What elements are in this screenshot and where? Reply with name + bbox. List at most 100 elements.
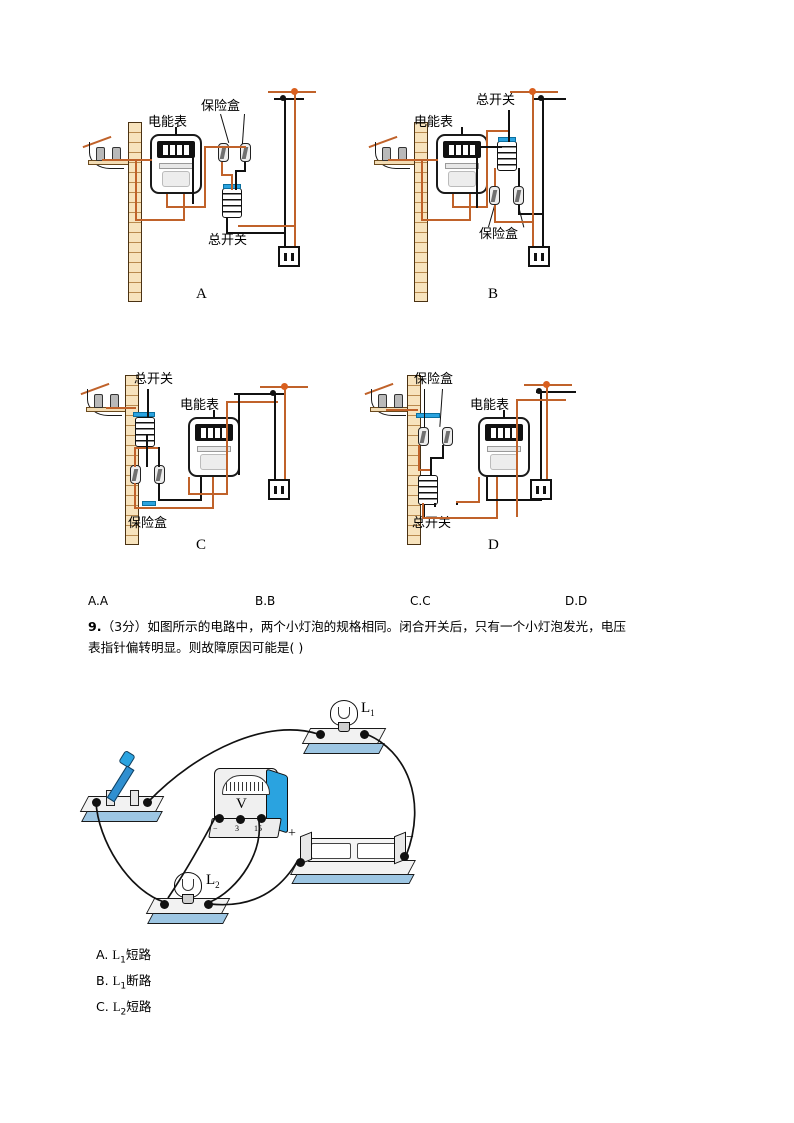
wire [244, 162, 246, 172]
insulator-icon [110, 394, 119, 408]
wire [284, 386, 286, 481]
wall-socket-c [268, 479, 290, 500]
voltmeter-terminal-3[interactable] [236, 815, 245, 824]
answer-c-sub: 2 [120, 1007, 127, 1018]
fuse-icon [418, 427, 429, 446]
main-switch-label-c: 总开关 [134, 372, 174, 387]
question-score: （3分） [101, 619, 148, 634]
leader-line [424, 505, 426, 517]
wire [226, 218, 228, 234]
voltmeter-face-label: V [236, 796, 247, 812]
wire [284, 98, 286, 234]
choice-c[interactable]: C.C [410, 594, 431, 608]
question-9-circuit-diagram: L1 L2 V [79, 690, 488, 945]
wire [540, 391, 542, 501]
switch-cap [142, 501, 156, 506]
voltmeter-terminal-15[interactable] [257, 814, 266, 823]
electric-meter-b [436, 134, 488, 194]
wire [421, 159, 423, 221]
wire [388, 159, 438, 161]
wire [478, 477, 480, 503]
meter-digit-band [485, 424, 523, 441]
choice-a[interactable]: A.A [88, 594, 109, 608]
leader-line [503, 410, 505, 418]
insulator-bracket-b [368, 135, 418, 176]
meter-digit-band [195, 424, 233, 441]
wire [134, 507, 214, 509]
wire [452, 206, 488, 208]
wire [294, 91, 296, 227]
question-9-text: 9.（3分）如图所示的电路中，两个小灯泡的规格相同。闭合开关后，只有一个小灯泡发… [88, 616, 708, 658]
wire [226, 232, 286, 234]
lamp2-terminal-right [204, 900, 213, 909]
wire [274, 393, 276, 481]
fuse-icon [489, 186, 500, 205]
electric-meter-a [150, 134, 202, 194]
lamp2-terminal-left [160, 900, 169, 909]
wire-node [281, 383, 288, 390]
wire [192, 146, 194, 204]
wire [486, 130, 508, 132]
answer-a-lead: L [112, 948, 121, 962]
wire [496, 477, 498, 519]
lamp1-label: L1 [361, 700, 375, 718]
main-switch-label-a: 总开关 [208, 233, 248, 248]
leader-line [175, 127, 177, 135]
choice-d[interactable]: D.D [565, 594, 588, 608]
leader-line [508, 110, 510, 142]
insulator-icon [382, 147, 391, 161]
battery-cell-1 [311, 843, 351, 859]
wire [476, 146, 478, 208]
answer-option-b[interactable]: B. L1断路 [96, 970, 151, 992]
answer-option-a[interactable]: A. L1短路 [96, 944, 151, 966]
main-switch-label-b: 总开关 [476, 93, 516, 108]
fuse-box-label-c: 保险盒 [128, 516, 168, 531]
base-edge [303, 743, 385, 754]
wire [476, 146, 502, 148]
option-letter-d: D [488, 537, 499, 553]
wire [486, 499, 542, 501]
wire [536, 391, 576, 393]
switch-cap [498, 137, 516, 142]
insulator-icon [96, 147, 105, 161]
wire [284, 232, 286, 248]
wire [486, 477, 488, 501]
switch-terminal-right [143, 798, 152, 807]
meter-lower-panel [162, 171, 190, 187]
answer-c-text: 短路 [126, 999, 152, 1014]
meter-row [159, 163, 193, 169]
insulator-icon [378, 394, 387, 408]
wire [434, 503, 436, 507]
lamp2-bulb [174, 872, 202, 904]
wire [430, 457, 444, 459]
wire [456, 501, 458, 505]
wire-node [529, 88, 536, 95]
switch-cap [416, 413, 440, 418]
answer-a-text: 短路 [125, 947, 152, 962]
main-switch-c [135, 417, 155, 447]
insulator-icon [394, 394, 403, 408]
wire [106, 407, 136, 409]
bulb-neck [182, 894, 194, 904]
wire-node [543, 381, 550, 388]
fuse-icon [240, 143, 251, 162]
answer-option-c[interactable]: C. L2短路 [96, 996, 151, 1018]
choice-b[interactable]: B.B [255, 594, 276, 608]
switch-handle[interactable] [118, 749, 136, 769]
wire [542, 98, 544, 214]
voltmeter-terminal-minus[interactable] [215, 814, 224, 823]
wire-node [538, 95, 544, 101]
voltmeter-label-15: 15 [254, 824, 262, 833]
bracket-hook-b [375, 142, 410, 169]
insulator-bracket-c [80, 382, 130, 423]
lamp2-label: L2 [206, 872, 220, 890]
option-letter-c: C [196, 537, 207, 553]
battery-terminal-minus [400, 852, 409, 861]
wire [204, 146, 246, 148]
answer-b-text: 断路 [126, 973, 152, 988]
battery-cells [306, 838, 402, 862]
lamp1-terminal-left [316, 730, 325, 739]
meter-row [487, 446, 521, 452]
switch-terminal-left [92, 798, 101, 807]
